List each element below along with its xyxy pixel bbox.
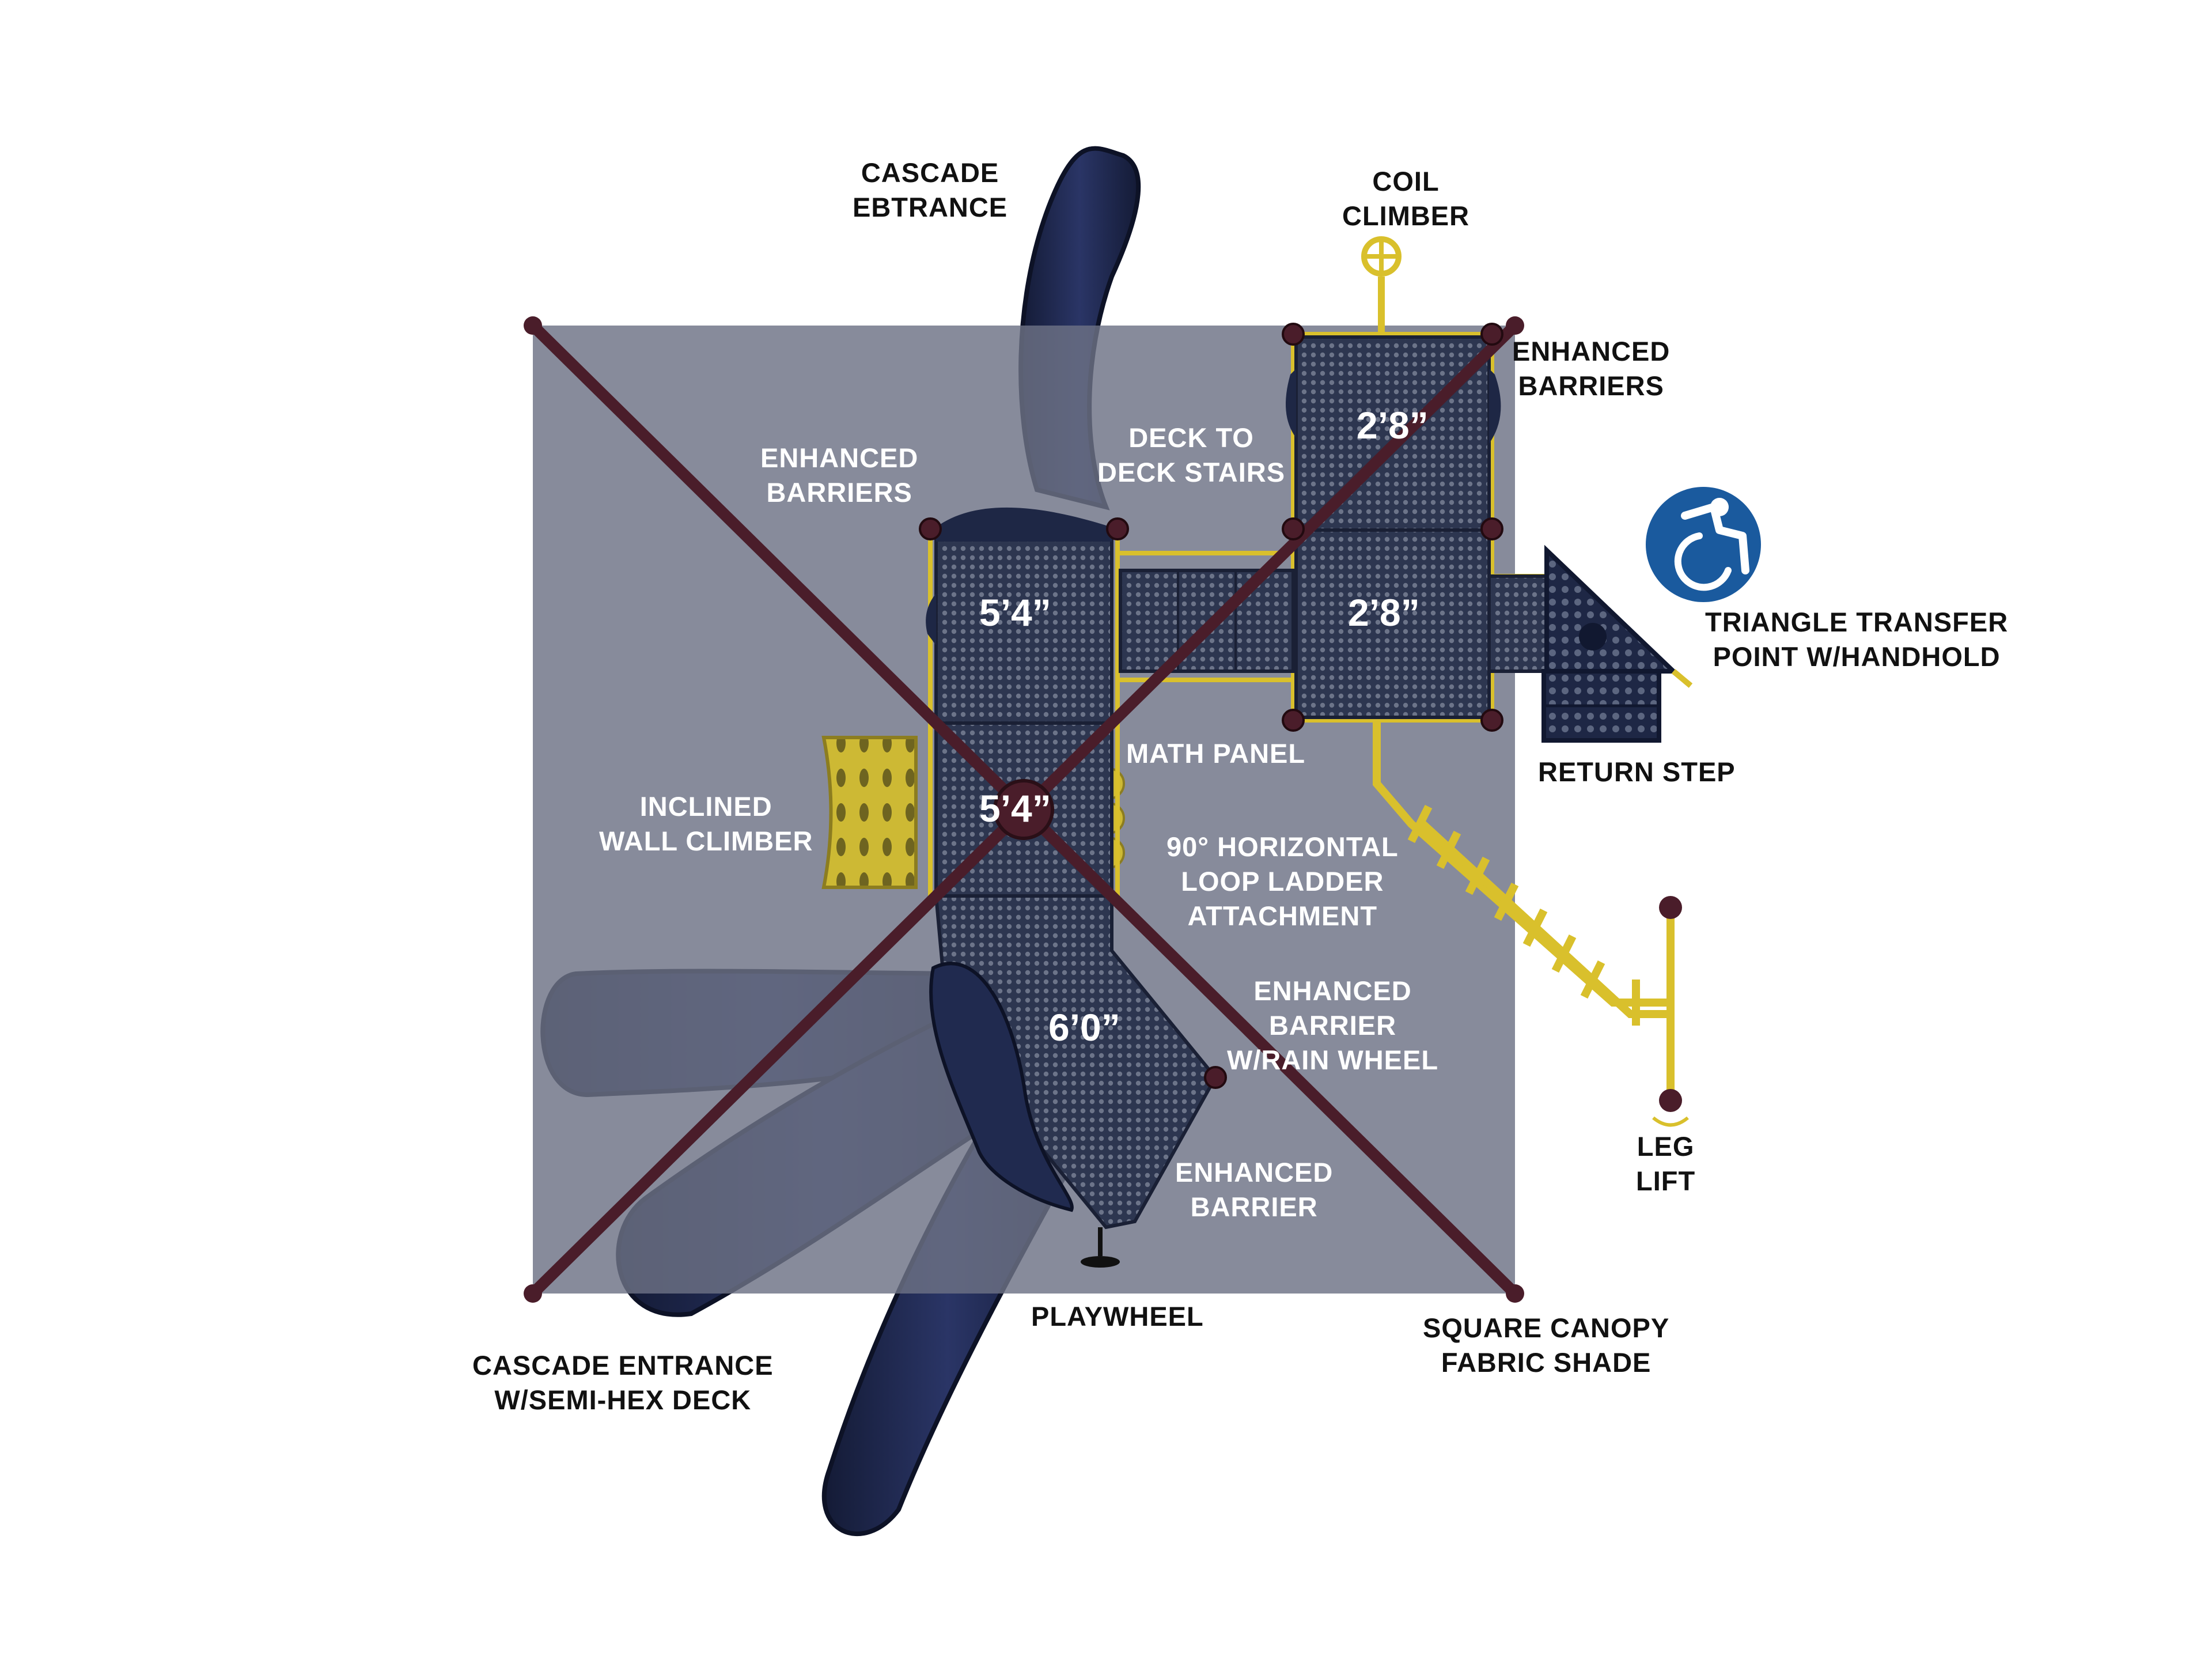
- deck-height-e: 6’0”: [1048, 1006, 1120, 1049]
- coil-climber: [1361, 236, 1402, 334]
- accessibility-icon: [1646, 487, 1761, 602]
- inclined-wall-climber: [821, 736, 918, 889]
- loop-ladder: [1373, 720, 1671, 1026]
- label-playwheel: PLAYWHEEL: [1031, 1301, 1204, 1332]
- label-math-panel: MATH PANEL: [1126, 738, 1306, 769]
- leg-lift: [1652, 896, 1689, 1127]
- deck-height-d: 2’8”: [1348, 591, 1420, 634]
- deck-height-c: 2’8”: [1357, 404, 1429, 447]
- deck-height-b: 5’4”: [979, 787, 1051, 830]
- deck-height-a: 5’4”: [979, 591, 1051, 634]
- posts: [919, 323, 1503, 1089]
- deck-structure: [926, 335, 1693, 1268]
- canopy-poles: [524, 316, 1524, 1303]
- label-return-step: RETURN STEP: [1538, 757, 1736, 787]
